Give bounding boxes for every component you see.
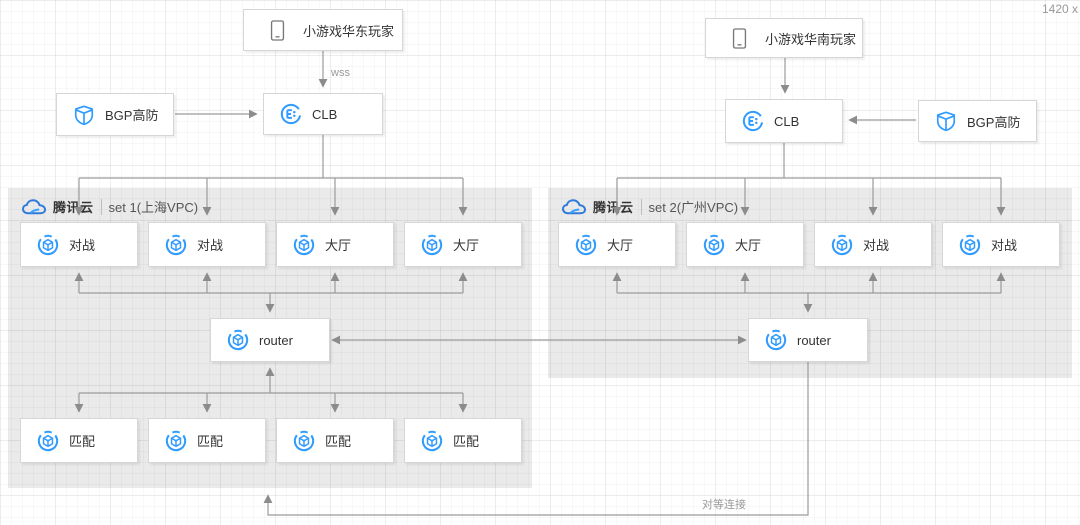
cvm-cube-icon bbox=[227, 329, 249, 351]
provider-label: 腾讯云 bbox=[53, 200, 94, 215]
node-label: 对战 bbox=[991, 238, 1018, 253]
clb-icon bbox=[280, 103, 302, 125]
vpc1-header: 腾讯云 set 1(上海VPC) bbox=[22, 197, 198, 216]
vpc1-server-node[interactable]: 对战 bbox=[20, 222, 138, 267]
vpc1-matcher-node[interactable]: 匹配 bbox=[276, 418, 394, 463]
vpc2-title: set 2(广州VPC) bbox=[648, 200, 739, 215]
node-label: 对战 bbox=[197, 238, 224, 253]
vpc2-header: 腾讯云 set 2(广州VPC) bbox=[562, 197, 738, 216]
node-label: CLB bbox=[774, 113, 800, 129]
canvas-size-label: 1420 x bbox=[1041, 2, 1078, 16]
node-label: 对战 bbox=[69, 238, 96, 253]
cvm-cube-icon bbox=[421, 234, 443, 256]
node-label: BGP高防 bbox=[105, 108, 159, 123]
cvm-cube-icon bbox=[831, 234, 853, 256]
client-south-node[interactable]: 小游戏华南玩家 bbox=[705, 18, 863, 58]
node-label: 对战 bbox=[863, 238, 890, 253]
tencent-cloud-logo-icon bbox=[562, 199, 586, 215]
vpc1-matcher-node[interactable]: 匹配 bbox=[404, 418, 522, 463]
cvm-cube-icon bbox=[959, 234, 981, 256]
node-label: 大厅 bbox=[453, 238, 480, 253]
tencent-cloud-logo-icon bbox=[22, 199, 46, 215]
edge-label-peering: 对等连接 bbox=[702, 499, 746, 511]
cvm-cube-icon bbox=[293, 430, 315, 452]
cvm-cube-icon bbox=[421, 430, 443, 452]
cvm-cube-icon bbox=[575, 234, 597, 256]
node-label: router bbox=[259, 332, 293, 348]
node-label: 大厅 bbox=[325, 238, 352, 253]
bgp-shield-icon bbox=[73, 104, 95, 126]
header-divider bbox=[640, 198, 642, 215]
cvm-cube-icon bbox=[37, 234, 59, 256]
cvm-cube-icon bbox=[165, 430, 187, 452]
node-label: BGP高防 bbox=[967, 114, 1021, 130]
cvm-cube-icon bbox=[703, 234, 725, 256]
cvm-cube-icon bbox=[37, 430, 59, 452]
cvm-cube-icon bbox=[293, 234, 315, 256]
node-label: 匹配 bbox=[197, 434, 224, 449]
vpc2-server-node[interactable]: 大厅 bbox=[686, 222, 804, 267]
clb-icon bbox=[742, 110, 764, 132]
clb-right-node[interactable]: CLB bbox=[725, 99, 843, 143]
vpc2-server-node[interactable]: 大厅 bbox=[558, 222, 676, 267]
node-label: 匹配 bbox=[325, 434, 352, 449]
clb-left-node[interactable]: CLB bbox=[263, 93, 383, 135]
node-label: 匹配 bbox=[453, 434, 480, 449]
provider-label: 腾讯云 bbox=[593, 200, 634, 215]
node-label: 小游戏华东玩家 bbox=[303, 23, 395, 39]
node-label: 小游戏华南玩家 bbox=[765, 31, 857, 47]
node-label: router bbox=[797, 332, 831, 348]
node-label: 大厅 bbox=[607, 238, 634, 253]
smartphone-icon bbox=[268, 19, 287, 42]
edge-label-wss: wss bbox=[331, 67, 350, 79]
vpc1-server-node[interactable]: 大厅 bbox=[404, 222, 522, 267]
vpc2-server-node[interactable]: 对战 bbox=[814, 222, 932, 267]
vpc2-router-node[interactable]: router bbox=[748, 318, 868, 362]
header-divider bbox=[100, 198, 102, 215]
vpc1-server-node[interactable]: 大厅 bbox=[276, 222, 394, 267]
vpc1-title: set 1(上海VPC) bbox=[108, 200, 199, 215]
smartphone-icon bbox=[730, 27, 749, 50]
vpc1-server-node[interactable]: 对战 bbox=[148, 222, 266, 267]
vpc1-matcher-node[interactable]: 匹配 bbox=[20, 418, 138, 463]
node-label: CLB bbox=[312, 106, 338, 122]
vpc2-server-node[interactable]: 对战 bbox=[942, 222, 1060, 267]
node-label: 大厅 bbox=[735, 238, 762, 253]
cvm-cube-icon bbox=[765, 329, 787, 351]
cvm-cube-icon bbox=[165, 234, 187, 256]
node-label: 匹配 bbox=[69, 434, 96, 449]
bgp-left-node[interactable]: BGP高防 bbox=[56, 93, 174, 136]
client-east-node[interactable]: 小游戏华东玩家 bbox=[243, 9, 403, 51]
bgp-shield-icon bbox=[935, 110, 957, 132]
vpc1-router-node[interactable]: router bbox=[210, 318, 330, 362]
vpc1-matcher-node[interactable]: 匹配 bbox=[148, 418, 266, 463]
bgp-right-node[interactable]: BGP高防 bbox=[918, 100, 1037, 142]
